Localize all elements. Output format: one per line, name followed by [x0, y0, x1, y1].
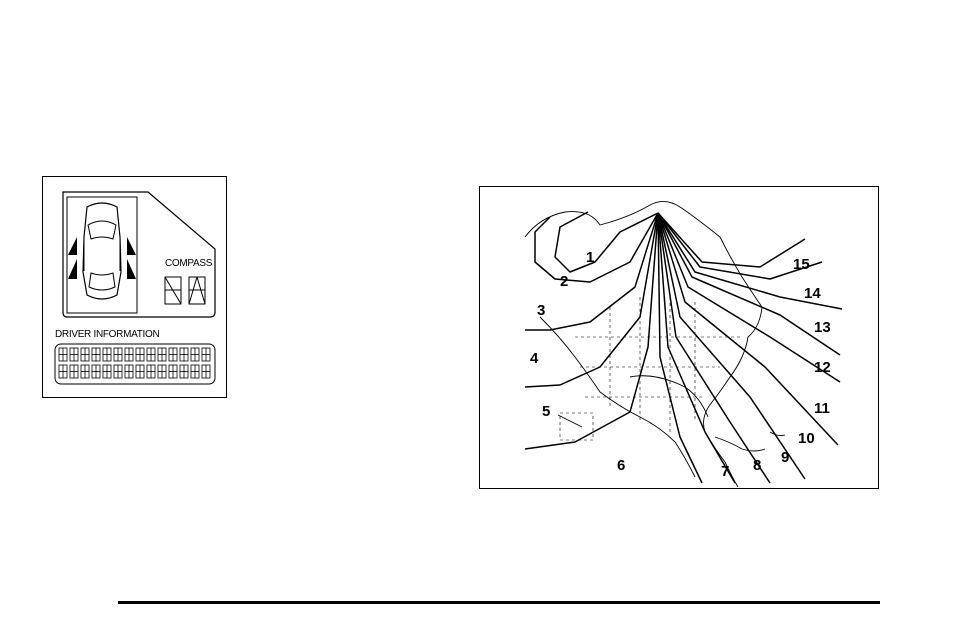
zone-label-12: 12: [814, 359, 831, 376]
door-right-front-icon: [127, 237, 136, 255]
instrument-panel-drawing: [54, 191, 216, 385]
zone-line-4: [524, 212, 659, 388]
car-frame: [66, 196, 138, 314]
zone-line-11: [657, 212, 841, 383]
zone-line-7: [657, 212, 736, 484]
instrument-panel-figure: COMPASS DRIVER INFORMATION: [42, 176, 227, 398]
zone-label-8: 8: [753, 457, 762, 474]
footer-rule: [118, 601, 880, 604]
zone-line-1: [554, 211, 659, 273]
car-icon: [82, 202, 122, 300]
zone-label-2: 2: [560, 273, 569, 290]
compass-zone-map: 1 2 3 4 5 6 7 8 9 10 11 12 13 14 15: [479, 186, 879, 489]
compass-digits: [164, 276, 206, 305]
zone-line-9: [657, 212, 806, 480]
zone-label-13: 13: [814, 319, 831, 336]
compass-label: COMPASS: [165, 258, 213, 269]
door-right-rear-icon: [127, 259, 136, 279]
zone-line-15: [657, 212, 806, 268]
door-left-rear-icon: [68, 259, 77, 279]
zone-line-12: [657, 212, 841, 356]
display-outline: [62, 191, 216, 318]
zone-lines: [524, 211, 843, 484]
zone-label-1: 1: [586, 249, 595, 266]
zone-line-5: [524, 212, 659, 450]
zone-line-14: [657, 212, 823, 280]
zone-label-15: 15: [793, 256, 810, 273]
zone-label-11: 11: [814, 400, 830, 417]
zone-label-10: 10: [798, 430, 815, 447]
zone-label-5: 5: [542, 403, 551, 420]
zone-label-3: 3: [537, 302, 546, 319]
driver-info-display: [54, 343, 216, 385]
door-left-front-icon: [68, 237, 77, 255]
zone-line-8: [657, 212, 771, 484]
zone-line-6: [657, 212, 703, 484]
zone-label-4: 4: [530, 350, 539, 367]
zone-map-drawing: [524, 201, 843, 488]
zone-label-6: 6: [617, 457, 626, 474]
zone-label-7: 7: [721, 463, 730, 480]
zone-line-3: [525, 212, 659, 331]
driver-information-label: DRIVER INFORMATION: [55, 329, 160, 340]
zone-label-14: 14: [804, 285, 821, 302]
zone-line-13: [657, 212, 843, 310]
zone-line-2: [534, 212, 659, 283]
zone-line-10: [657, 212, 839, 446]
zone-label-9: 9: [781, 449, 790, 466]
